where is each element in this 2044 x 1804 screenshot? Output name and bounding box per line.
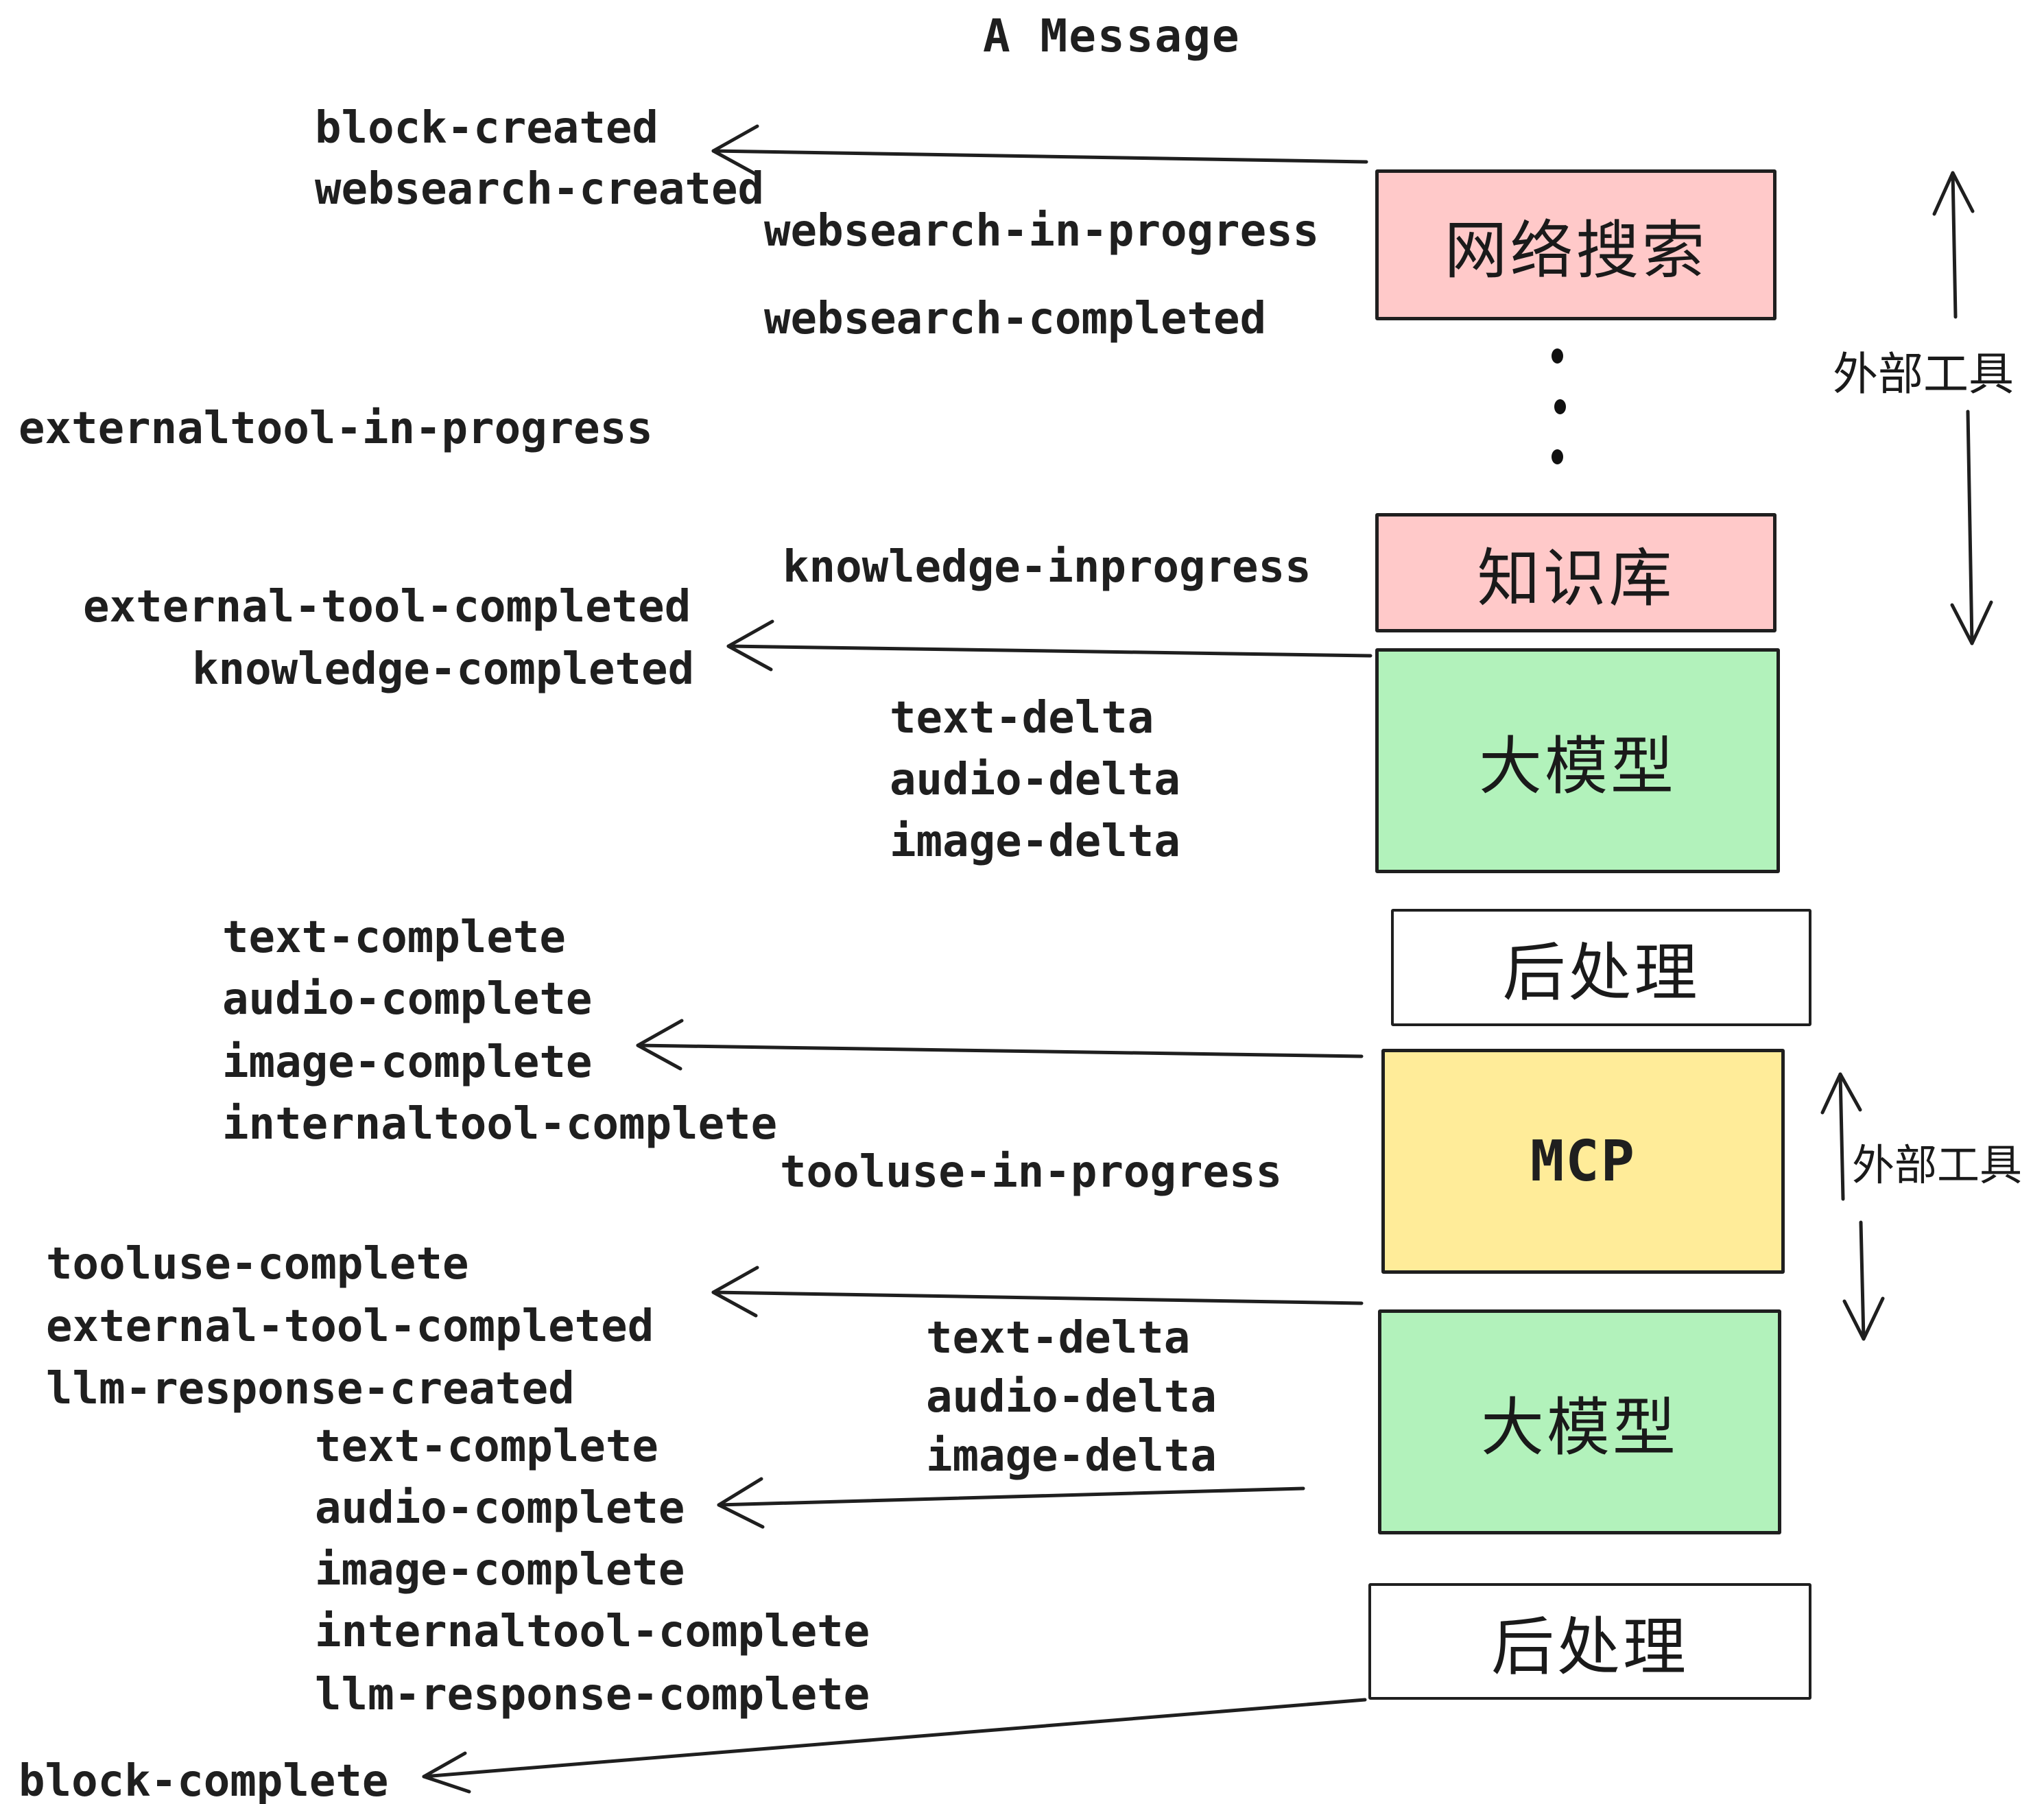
event-label-block-complete: block-complete bbox=[19, 1756, 389, 1804]
event-label-image-delta-1: image-delta bbox=[890, 816, 1180, 867]
event-label-audio-complete-1: audio-complete bbox=[222, 974, 593, 1025]
event-label-text-delta-1: text-delta bbox=[890, 693, 1154, 744]
event-label-text-complete-1: text-complete bbox=[222, 912, 566, 963]
event-label-audio-complete-2: audio-complete bbox=[315, 1483, 685, 1534]
arrow-image-complete bbox=[636, 1019, 1364, 1071]
ellipsis-dot bbox=[1554, 399, 1566, 414]
arrow-knowledge-completed bbox=[726, 619, 1372, 672]
external-tools-up-arrow-top bbox=[1932, 171, 1975, 319]
external-tools-down-arrow-top bbox=[1950, 410, 1993, 645]
box-postprocess-1: 后处理 bbox=[1391, 909, 1811, 1026]
event-label-websearch-completed: websearch-completed bbox=[764, 294, 1267, 344]
event-label-external-tool-completed-2: external-tool-completed bbox=[46, 1301, 654, 1352]
box-llm-2-label: 大模型 bbox=[1480, 1390, 1678, 1464]
event-label-external-tool-completed: external-tool-completed bbox=[83, 582, 691, 632]
arrow-websearch-created bbox=[711, 124, 1368, 176]
arrow-tooluse-complete bbox=[711, 1266, 1364, 1318]
ellipsis-dot bbox=[1552, 348, 1563, 364]
event-label-audio-delta-2: audio-delta bbox=[926, 1372, 1217, 1423]
external-tools-label-top: 外部工具 bbox=[1833, 348, 2014, 401]
event-label-websearch-created: websearch-created bbox=[315, 164, 765, 215]
event-label-llm-response-complete: llm-response-complete bbox=[315, 1670, 870, 1720]
event-label-tooluse-in-progress: tooluse-in-progress bbox=[780, 1147, 1283, 1198]
event-label-internaltool-complete-1: internaltool-complete bbox=[222, 1099, 778, 1150]
external-tools-label-mcp: 外部工具 bbox=[1852, 1140, 2023, 1190]
box-mcp-label: MCP bbox=[1530, 1128, 1637, 1194]
ellipsis-dot bbox=[1552, 449, 1563, 464]
box-websearch-label: 网络搜索 bbox=[1444, 213, 1708, 287]
event-label-block-created: block-created bbox=[315, 103, 658, 154]
box-knowledge: 知识库 bbox=[1375, 513, 1776, 632]
event-label-image-complete-1: image-complete bbox=[222, 1037, 593, 1088]
event-label-llm-response-created: llm-response-created bbox=[46, 1364, 575, 1414]
page-title: A Message bbox=[983, 10, 1241, 62]
box-websearch: 网络搜索 bbox=[1375, 169, 1776, 320]
box-postprocess-2-label: 后处理 bbox=[1490, 1610, 1689, 1684]
arrow-audio-complete bbox=[717, 1477, 1305, 1529]
event-label-knowledge-inprogress: knowledge-inprogress bbox=[783, 542, 1311, 593]
event-label-internaltool-complete-2: internaltool-complete bbox=[315, 1606, 870, 1657]
event-label-image-complete-2: image-complete bbox=[315, 1545, 685, 1595]
box-llm-2: 大模型 bbox=[1378, 1309, 1781, 1534]
event-label-externaltool-in-progress: externaltool-in-progress bbox=[19, 403, 653, 454]
box-llm-1: 大模型 bbox=[1375, 648, 1780, 873]
event-label-audio-delta-1: audio-delta bbox=[890, 755, 1180, 805]
box-postprocess-2: 后处理 bbox=[1368, 1583, 1811, 1700]
box-mcp: MCP bbox=[1381, 1049, 1785, 1274]
box-llm-1-label: 大模型 bbox=[1478, 729, 1676, 803]
box-postprocess-1-label: 后处理 bbox=[1502, 936, 1700, 1010]
event-label-text-delta-2: text-delta bbox=[926, 1313, 1191, 1364]
event-label-text-complete-2: text-complete bbox=[315, 1421, 658, 1472]
box-knowledge-label: 知识库 bbox=[1477, 541, 1675, 615]
event-label-websearch-in-progress: websearch-in-progress bbox=[764, 206, 1320, 257]
event-label-knowledge-completed: knowledge-completed bbox=[192, 644, 695, 695]
external-tools-down-arrow-mcp bbox=[1842, 1220, 1885, 1341]
event-label-image-delta-2: image-delta bbox=[926, 1431, 1217, 1482]
event-label-tooluse-complete: tooluse-complete bbox=[46, 1239, 469, 1290]
